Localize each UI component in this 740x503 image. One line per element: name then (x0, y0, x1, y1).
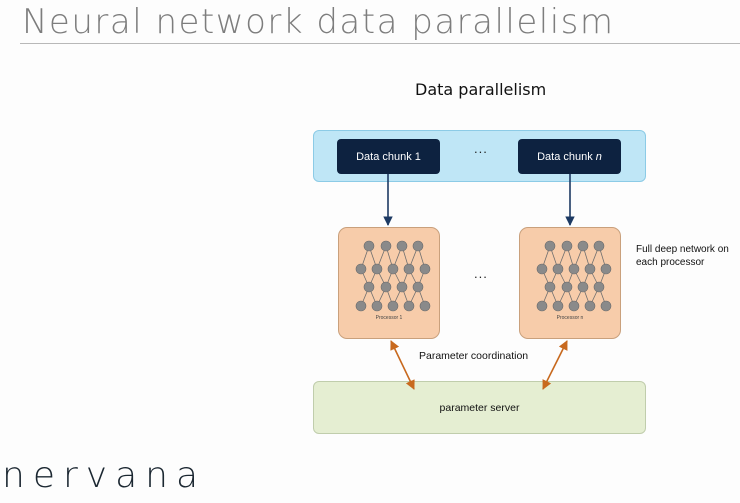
network-node (544, 281, 556, 293)
network-node (552, 263, 564, 275)
network-node (536, 300, 548, 312)
network-node (371, 263, 383, 275)
network-node (387, 263, 399, 275)
data-chunk-n-suffix: n (595, 150, 602, 163)
data-chunk-1-label: Data chunk 1 (356, 150, 421, 163)
network-node (363, 240, 375, 252)
neural-network-icon (355, 240, 431, 312)
chunks-ellipsis: ... (474, 141, 488, 156)
network-node (584, 300, 596, 312)
network-node (593, 240, 605, 252)
network-node (355, 300, 367, 312)
parameter-server: parameter server (313, 381, 646, 434)
processor-1: Processor 1 (338, 227, 440, 339)
network-node (561, 281, 573, 293)
processor-1-label: Processor 1 (375, 315, 403, 321)
network-node (419, 263, 431, 275)
title-divider (20, 43, 740, 44)
network-node (561, 240, 573, 252)
network-node (600, 263, 612, 275)
parameter-server-label: parameter server (439, 401, 520, 414)
full-network-note: Full deep network on each processor (636, 244, 729, 268)
nervana-logo: nervana (2, 455, 207, 496)
network-node (396, 240, 408, 252)
data-chunk-1: Data chunk 1 (337, 139, 440, 174)
network-node (552, 300, 564, 312)
network-node (536, 263, 548, 275)
network-node (584, 263, 596, 275)
network-node (577, 240, 589, 252)
network-node (380, 240, 392, 252)
network-node (568, 263, 580, 275)
network-node (568, 300, 580, 312)
parameter-coordination-label: Parameter coordination (419, 350, 529, 362)
network-node (387, 300, 399, 312)
diagram-title: Data parallelism (415, 80, 547, 99)
network-node (371, 300, 383, 312)
network-node (412, 281, 424, 293)
network-node (412, 240, 424, 252)
neural-network-icon (536, 240, 612, 312)
network-node (355, 263, 367, 275)
network-node (419, 300, 431, 312)
data-chunk-n-label: Data chunk (537, 150, 593, 163)
processor-n: Processor n (519, 227, 621, 339)
network-node (544, 240, 556, 252)
processor-n-label: Processor n (556, 315, 584, 321)
network-node (593, 281, 605, 293)
slide-title: Neural network data parallelism (22, 2, 615, 42)
network-node (403, 300, 415, 312)
network-node (600, 300, 612, 312)
network-node (380, 281, 392, 293)
processors-ellipsis: ... (474, 266, 488, 281)
network-node (396, 281, 408, 293)
network-node (577, 281, 589, 293)
network-node (363, 281, 375, 293)
network-node (403, 263, 415, 275)
